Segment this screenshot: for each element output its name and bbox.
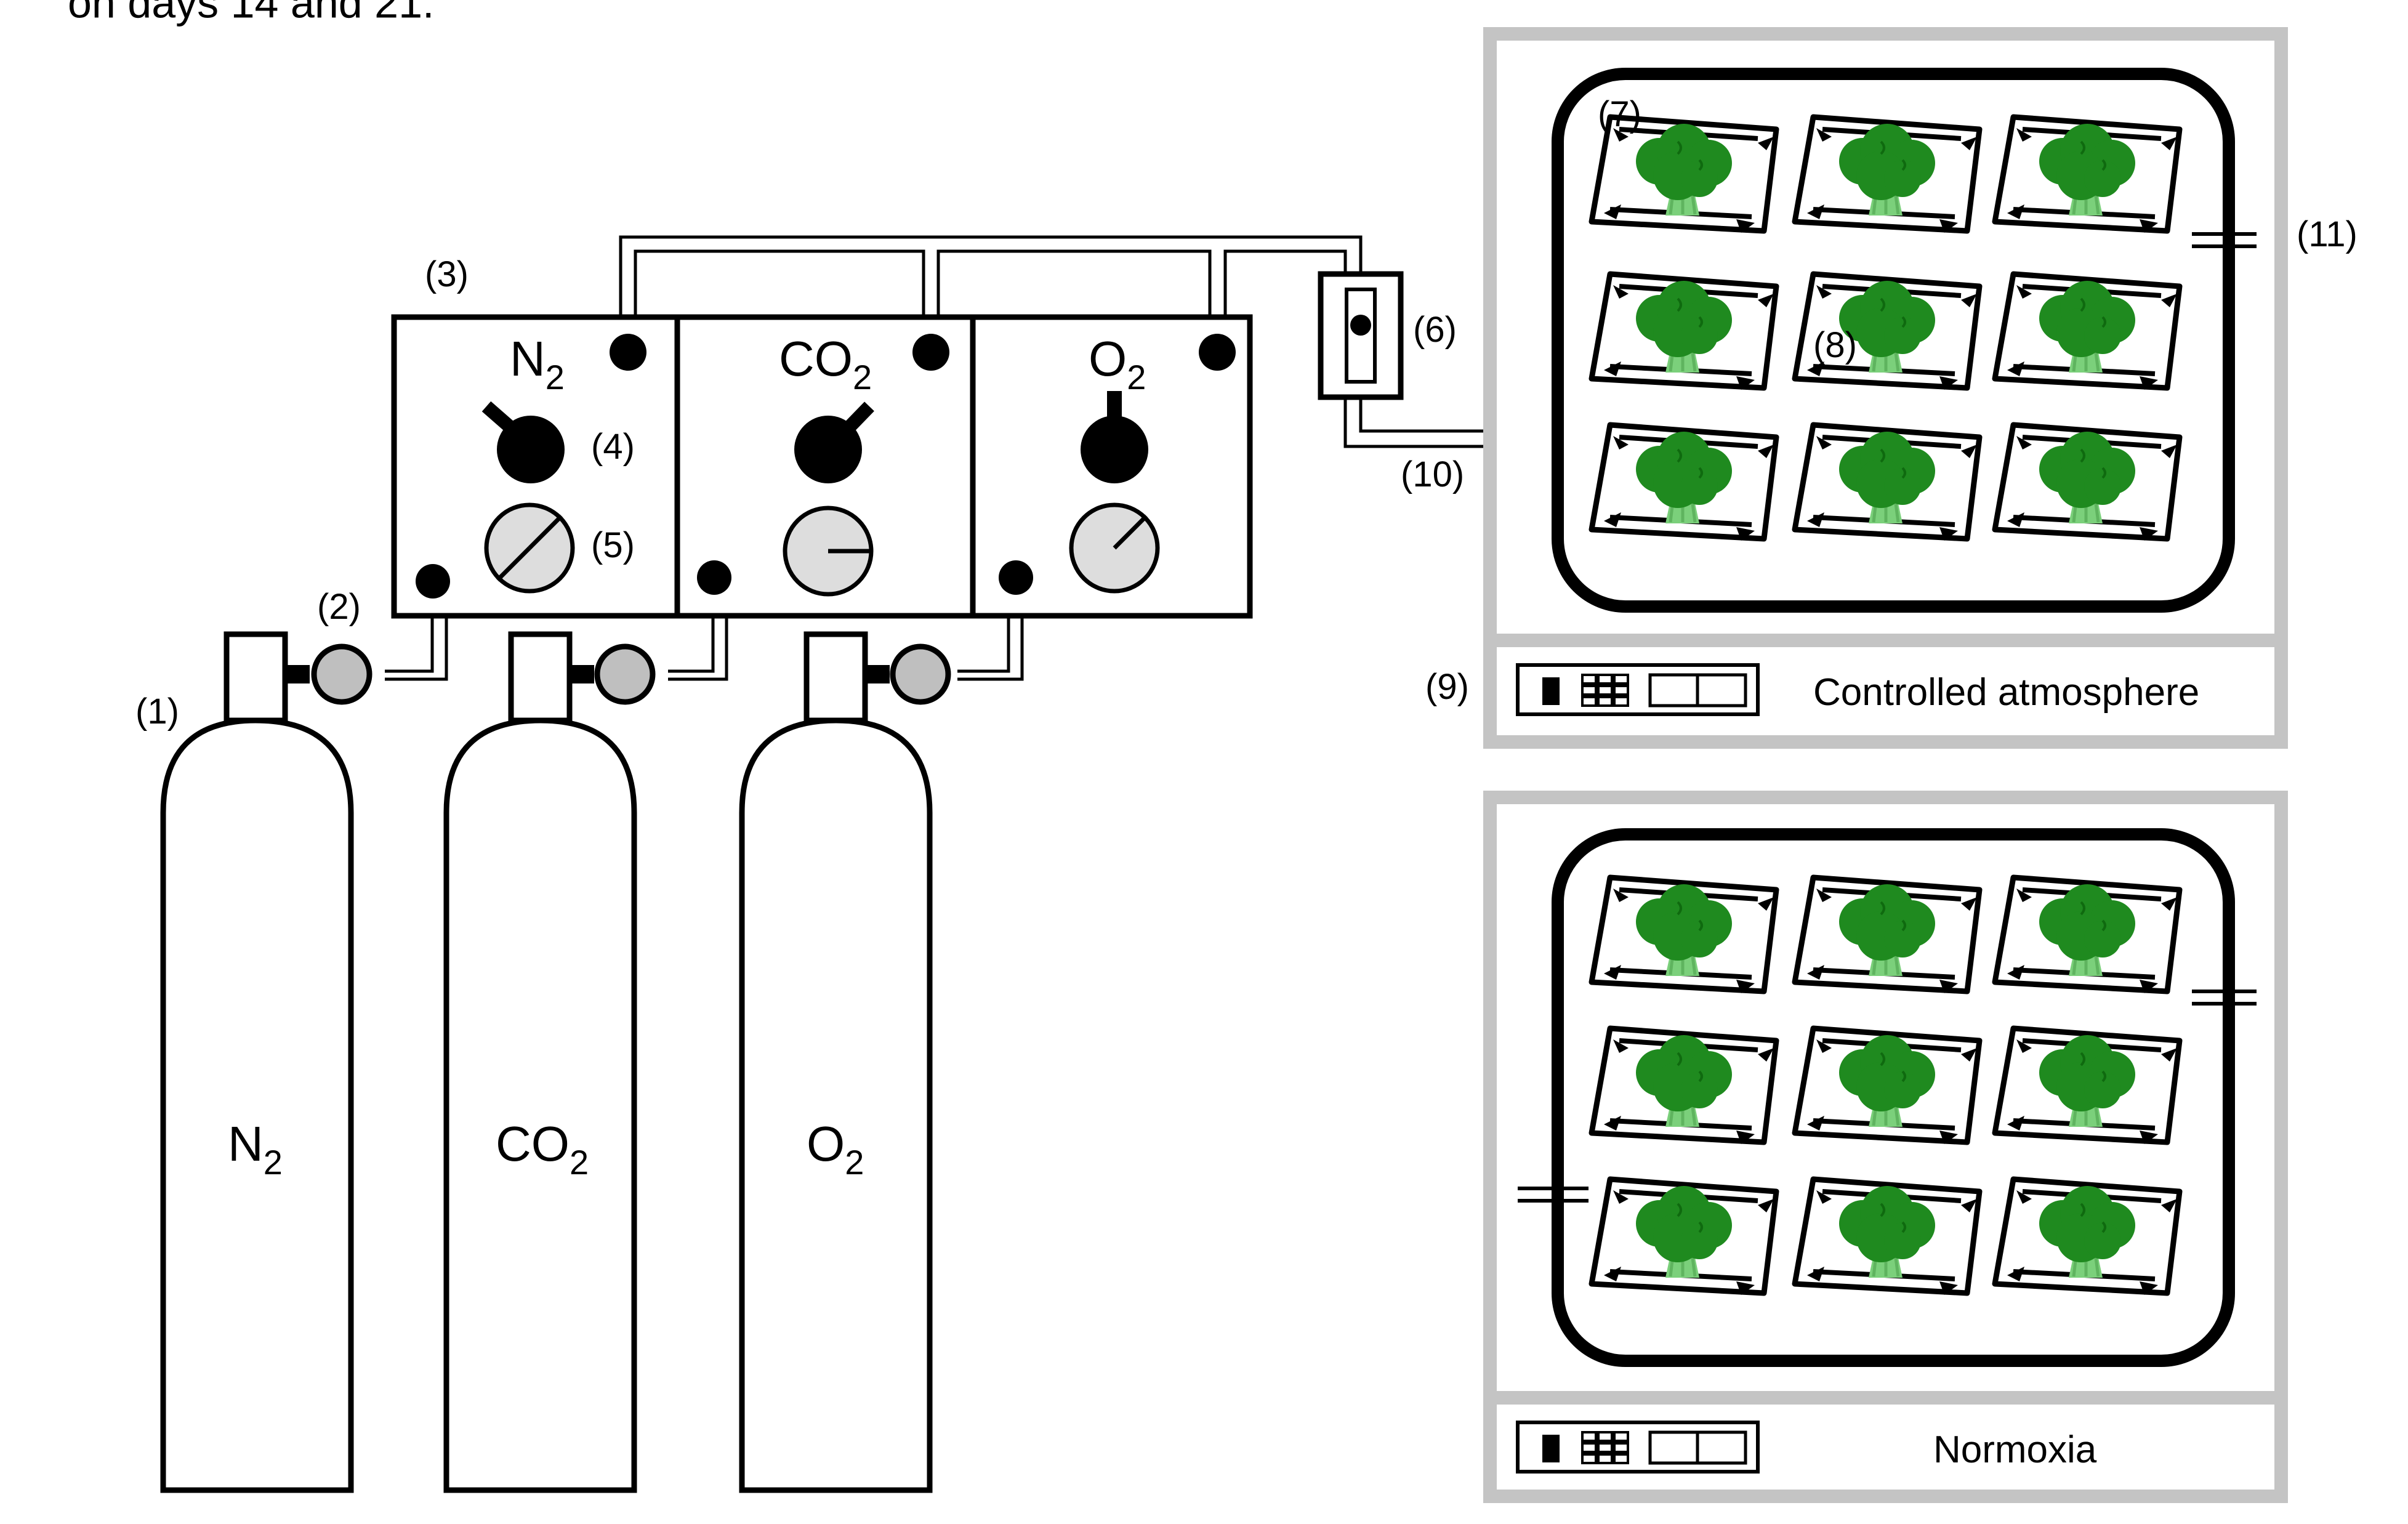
callout-2: (2) — [317, 587, 361, 627]
broccoli-trays — [1592, 117, 2180, 541]
gas-mixer: N2 CO2 O2 — [391, 314, 1253, 619]
broccoli-tray-icon — [1795, 117, 1979, 233]
callout-7: (7) — [1598, 94, 1641, 134]
broccoli-tray-icon — [1592, 1179, 1776, 1295]
broccoli-trays — [1592, 877, 2180, 1295]
broccoli-tray-icon — [1995, 274, 2180, 390]
callout-1: (1) — [135, 691, 179, 732]
callout-11: (11) — [2297, 214, 2358, 254]
callout-5: (5) — [591, 525, 635, 565]
broccoli-tray-icon — [1795, 1028, 1979, 1144]
broccoli-tray-icon — [1592, 1028, 1776, 1144]
callout-9: (9) — [1425, 667, 1469, 707]
gas-tubing — [385, 235, 1595, 681]
cylinder-label-n2: N2 — [228, 1116, 283, 1182]
pressure-regulator-valve[interactable] — [890, 643, 951, 705]
chamber-controlled-atmosphere: Controlled atmosphere — [1483, 27, 2288, 749]
chamber-normoxia: Normoxia — [1483, 791, 2288, 1503]
mixer-label-o2: O2 — [1089, 331, 1146, 397]
pressure-regulator-valve[interactable] — [594, 643, 656, 705]
callout-8: (8) — [1813, 325, 1857, 365]
flow-control-knob[interactable] — [1081, 391, 1148, 483]
caption-fragment: on days 14 and 21. — [68, 0, 434, 26]
inlet-port-icon — [416, 564, 450, 599]
outlet-port-icon — [912, 334, 949, 371]
mixer-label-co2: CO2 — [779, 331, 872, 397]
callout-4: (4) — [591, 427, 635, 467]
cylinder-o2: O2 — [739, 631, 951, 1493]
cylinder-n2: N2 — [160, 631, 372, 1493]
flow-control-knob[interactable] — [481, 401, 565, 483]
control-panel-icon — [1518, 665, 1758, 714]
broccoli-tray-icon — [1995, 425, 2180, 541]
control-panel-icon — [1518, 1422, 1758, 1472]
inlet-port-icon — [999, 560, 1033, 595]
outlet-port-icon — [1199, 334, 1236, 371]
callout-10: (10) — [1401, 454, 1464, 494]
broccoli-tray-icon — [1592, 274, 1776, 390]
pressure-gauge — [484, 502, 575, 594]
callout-6: (6) — [1413, 310, 1457, 350]
inlet-port-icon — [697, 560, 731, 595]
pressure-gauge — [1069, 502, 1160, 594]
broccoli-tray-icon — [1592, 877, 1776, 993]
broccoli-tray-icon — [1795, 425, 1979, 541]
cylinder-label-co2: CO2 — [496, 1116, 589, 1182]
pressure-gauge — [783, 506, 874, 597]
chamber-label-controlled: Controlled atmosphere — [1813, 671, 2199, 714]
cylinder-label-o2: O2 — [807, 1116, 864, 1182]
pressure-regulator-valve[interactable] — [311, 643, 372, 705]
broccoli-tray-icon — [1795, 877, 1979, 993]
broccoli-tray-icon — [1995, 1179, 2180, 1295]
broccoli-tray-icon — [1995, 117, 2180, 233]
broccoli-tray-icon — [1592, 117, 1776, 233]
cylinder-co2: CO2 — [443, 631, 656, 1493]
chamber-label-normoxia: Normoxia — [1933, 1429, 2097, 1471]
broccoli-tray-icon — [1995, 1028, 2180, 1144]
flow-control-knob[interactable] — [794, 401, 874, 483]
mixer-label-n2: N2 — [510, 331, 565, 397]
outlet-port-icon — [610, 334, 646, 371]
broccoli-tray-icon — [1995, 877, 2180, 993]
broccoli-tray-icon — [1592, 425, 1776, 541]
broccoli-tray-icon — [1795, 1179, 1979, 1295]
callout-3: (3) — [425, 254, 469, 294]
flowmeter — [1318, 271, 1404, 400]
